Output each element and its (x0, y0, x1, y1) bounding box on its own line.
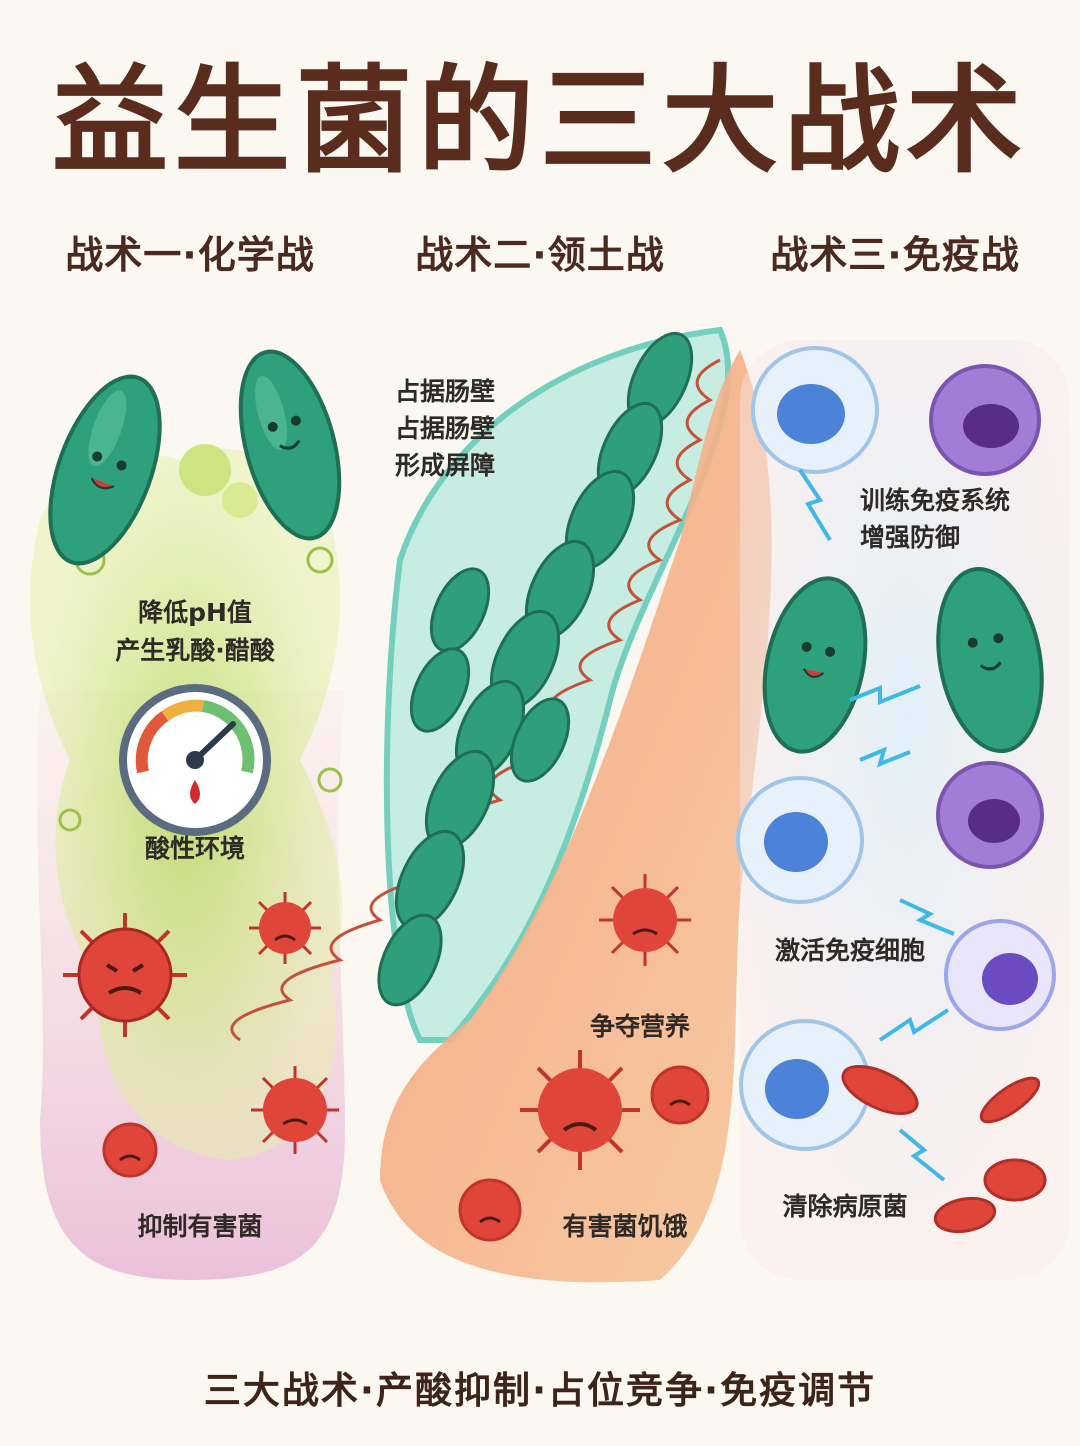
clear-pathogens-label: 清除病原菌 (782, 1192, 908, 1221)
probiotic-bacterium-icon (48, 374, 162, 566)
immune-cell-icon (929, 364, 1041, 476)
pathogen-icon (520, 1050, 640, 1170)
occupy-label-line1: 占据肠壁 (395, 377, 496, 406)
activate-immune-label: 激活免疫细胞 (774, 936, 925, 965)
pathogen-icon (650, 1065, 710, 1125)
acid-label-line1: 降低pH值 (138, 598, 252, 627)
probiotic-bacterium-icon (936, 566, 1044, 754)
acidic-environment-label: 酸性环境 (144, 834, 245, 863)
territory-panel (230, 326, 772, 1283)
immune-cell-icon (944, 919, 1056, 1031)
tactic-two-heading: 战术二·领土战 (415, 233, 665, 277)
ph-gauge-icon (119, 684, 271, 836)
probiotic-bacterium-icon (762, 576, 868, 754)
occupy-label-line2: 占据肠壁 (395, 414, 496, 443)
immune-cell-icon (751, 346, 879, 474)
pathogen-starve-label: 有害菌饥饿 (562, 1212, 688, 1241)
pathogen-icon (102, 1122, 158, 1178)
pathogen-icon (249, 892, 321, 964)
occupy-label-line3: 形成屏障 (395, 451, 496, 480)
train-immune-label-line2: 增强防御 (860, 523, 961, 552)
pathogen-icon (251, 1066, 339, 1154)
train-immune-label-line1: 训练免疫系统 (860, 486, 1011, 515)
footer-summary: 三大战术·产酸抑制·占位竞争·免疫调节 (203, 1369, 877, 1412)
pathogen-icon (841, 1065, 1047, 1234)
immune-cell-icon (936, 761, 1044, 869)
pathogen-icon (599, 874, 691, 966)
pathogen-icon (63, 913, 187, 1037)
immune-cell-icon (739, 1019, 871, 1151)
acid-label-line2: 产生乳酸·醋酸 (115, 636, 275, 665)
probiotic-bacterium-icon (238, 349, 342, 541)
lightning-icon (798, 468, 955, 1182)
tactic-one-heading: 战术一·化学战 (65, 233, 315, 277)
compete-nutrients-label: 争夺营养 (589, 1012, 690, 1041)
pathogen-icon (458, 1178, 522, 1242)
inhibit-pathogens-label: 抑制有害菌 (137, 1212, 263, 1241)
tactic-three-heading: 战术三·免疫战 (770, 233, 1020, 277)
page-title: 益生菌的三大战术 (52, 54, 1028, 189)
immune-cell-icon (736, 776, 864, 904)
